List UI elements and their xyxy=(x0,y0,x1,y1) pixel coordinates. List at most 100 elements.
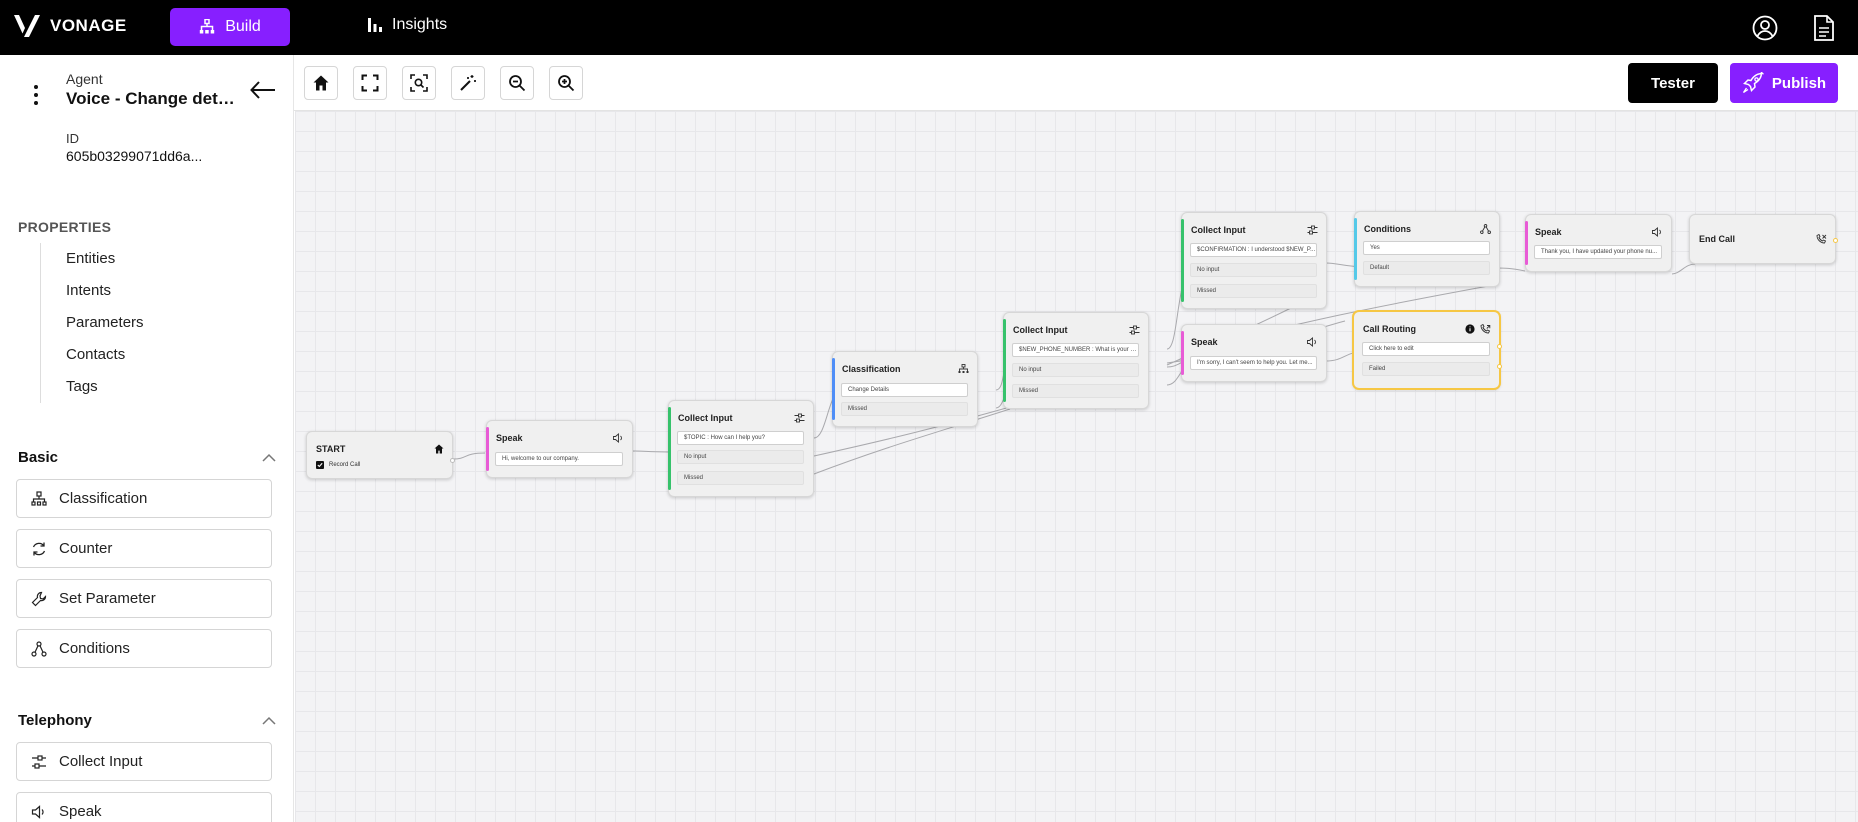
property-item-parameters[interactable]: Parameters xyxy=(66,314,144,331)
agent-name: Voice - Change deta... xyxy=(66,89,236,108)
fullscreen-icon xyxy=(361,74,379,92)
speaker-icon xyxy=(613,433,622,443)
nav-insights-button[interactable]: Insights xyxy=(367,16,447,34)
no-input-branch[interactable]: No input xyxy=(1190,263,1317,277)
output-port[interactable] xyxy=(1497,344,1502,349)
properties-list: Entities Intents Parameters Contacts Tag… xyxy=(40,243,240,403)
fullscreen-button[interactable] xyxy=(353,66,387,100)
agent-id-label: ID xyxy=(66,131,79,146)
call-routing-node[interactable]: Call Routing Click here to edit Failed xyxy=(1353,311,1502,389)
wrench-icon xyxy=(31,591,47,606)
conditions-node-title: Conditions xyxy=(1364,224,1411,234)
call-forward-icon xyxy=(1480,324,1491,334)
speak-text-field[interactable]: I'm sorry, I can't seem to help you. Let… xyxy=(1190,356,1317,370)
property-item-intents[interactable]: Intents xyxy=(66,282,112,299)
user-account-button[interactable] xyxy=(1751,14,1779,42)
collect-input-prompt-field[interactable]: $CONFIRMATION : I understood $NEW_P... xyxy=(1190,243,1317,257)
agent-id-value: 605b03299071dd6a... xyxy=(66,148,203,164)
classification-icon xyxy=(958,364,969,373)
edge-speak-to-collect xyxy=(632,450,669,453)
speak-node-welcome[interactable]: Speak Hi, welcome to our company. xyxy=(486,420,633,478)
telephony-section-title: Telephony xyxy=(18,711,92,729)
missed-branch[interactable]: Missed xyxy=(1190,284,1317,298)
end-call-node[interactable]: End Call xyxy=(1689,214,1838,264)
add-collect-input-button[interactable]: Collect Input xyxy=(16,742,272,781)
condition-yes[interactable]: Yes xyxy=(1363,241,1490,255)
add-classification-button[interactable]: Classification xyxy=(16,479,272,518)
documentation-button[interactable] xyxy=(1810,14,1838,42)
property-item-tags[interactable]: Tags xyxy=(66,378,98,395)
zoom-out-button[interactable] xyxy=(500,66,534,100)
add-speak-button[interactable]: Speak xyxy=(16,792,272,822)
speak-node-thank-you[interactable]: Speak Thank you, I have updated your pho… xyxy=(1525,214,1672,272)
default-branch[interactable]: Default xyxy=(1363,261,1490,275)
property-item-entities[interactable]: Entities xyxy=(66,250,116,267)
collect-input-node-title: Collect Input xyxy=(1013,325,1068,335)
collect-input-prompt-field[interactable]: $NEW_PHONE_NUMBER : What is your n... xyxy=(1012,343,1139,357)
start-node[interactable]: START Record Call xyxy=(306,431,455,479)
publish-button[interactable]: Publish xyxy=(1730,63,1838,103)
output-port[interactable] xyxy=(1833,238,1838,243)
vonage-logo[interactable]: VONAGE xyxy=(14,15,127,37)
info-icon xyxy=(1465,324,1475,334)
output-port[interactable] xyxy=(450,458,455,463)
auto-layout-button[interactable] xyxy=(451,66,485,100)
collect-input-label: Collect Input xyxy=(59,753,143,770)
basic-section-toggle[interactable]: Basic xyxy=(18,447,276,467)
speak-node-sorry[interactable]: Speak I'm sorry, I can't seem to help yo… xyxy=(1181,324,1327,382)
edge-noinput-to-classification xyxy=(813,406,1011,457)
collect-input-node-topic[interactable]: Collect Input $TOPIC : How can I help yo… xyxy=(668,400,814,497)
no-input-branch[interactable]: No input xyxy=(677,450,804,464)
classification-node-title: Classification xyxy=(842,364,901,374)
missed-branch[interactable]: Missed xyxy=(1012,384,1139,398)
top-navigation-bar: VONAGE Build Insights xyxy=(0,0,1858,55)
no-input-branch[interactable]: No input xyxy=(1012,363,1139,377)
classification-node[interactable]: Classification Change Details Missed xyxy=(832,351,978,427)
edge-start-to-speak xyxy=(452,452,486,460)
collect-input-node-confirmation[interactable]: Collect Input $CONFIRMATION : I understo… xyxy=(1181,212,1327,309)
chevron-up-icon xyxy=(262,716,276,725)
tester-label: Tester xyxy=(1651,74,1695,92)
flow-icon xyxy=(200,19,215,34)
speak-text-field[interactable]: Hi, welcome to our company. xyxy=(495,452,623,466)
speak-node-title: Speak xyxy=(1535,227,1562,237)
output-port[interactable] xyxy=(1497,364,1502,369)
missed-branch[interactable]: Missed xyxy=(841,402,968,416)
set-parameter-label: Set Parameter xyxy=(59,590,156,607)
home-button[interactable] xyxy=(304,66,338,100)
home-icon xyxy=(434,444,444,454)
user-icon xyxy=(1752,15,1778,41)
collect-input-prompt-field[interactable]: $TOPIC : How can I help you? xyxy=(677,431,804,445)
conditions-node[interactable]: Conditions Yes Default xyxy=(1354,211,1500,287)
vonage-logo-icon xyxy=(14,15,40,37)
basic-section-title: Basic xyxy=(18,448,59,466)
nav-build-button[interactable]: Build xyxy=(170,8,290,46)
collect-input-icon xyxy=(1307,225,1318,235)
bar-chart-icon xyxy=(368,18,382,32)
zoom-in-button[interactable] xyxy=(549,66,583,100)
back-button[interactable] xyxy=(248,75,278,105)
more-options-icon[interactable] xyxy=(26,83,46,107)
missed-branch[interactable]: Missed xyxy=(677,471,804,485)
start-node-title: START xyxy=(316,444,346,454)
speaker-icon xyxy=(31,804,44,819)
tester-button[interactable]: Tester xyxy=(1628,63,1718,103)
failed-branch[interactable]: Failed xyxy=(1362,362,1490,376)
telephony-section-toggle[interactable]: Telephony xyxy=(18,710,276,730)
property-item-contacts[interactable]: Contacts xyxy=(66,346,126,363)
chevron-up-icon xyxy=(262,453,276,462)
add-counter-button[interactable]: Counter xyxy=(16,529,272,568)
speak-text-field[interactable]: Thank you, I have updated your phone nu.… xyxy=(1534,245,1662,259)
record-call-checkbox[interactable]: Record Call xyxy=(316,461,360,469)
add-conditions-button[interactable]: Conditions xyxy=(16,629,272,668)
collect-input-node-phone[interactable]: Collect Input $NEW_PHONE_NUMBER : What i… xyxy=(1003,312,1149,409)
fit-view-button[interactable] xyxy=(402,66,436,100)
add-set-parameter-button[interactable]: Set Parameter xyxy=(16,579,272,618)
intent-change-details[interactable]: Change Details xyxy=(841,383,968,397)
home-icon xyxy=(313,75,329,91)
arrow-left-icon xyxy=(250,81,275,99)
call-routing-node-title: Call Routing xyxy=(1363,324,1416,334)
flow-canvas[interactable]: START Record Call Speak Hi, welcome to o… xyxy=(295,111,1858,822)
call-routing-edit-field[interactable]: Click here to edit xyxy=(1362,342,1490,356)
collect-input-icon xyxy=(1129,325,1140,335)
